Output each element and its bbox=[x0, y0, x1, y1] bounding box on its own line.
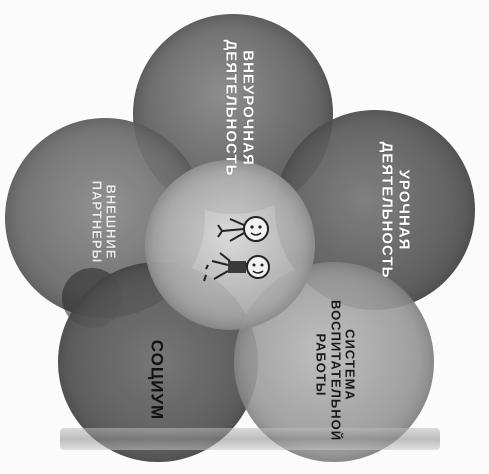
label-education-system: СИСТЕМА ВОСПИТАТЕЛЬНОЙ РАБОТЫ bbox=[313, 300, 358, 442]
children-icon bbox=[203, 216, 270, 282]
scan-artifact bbox=[60, 428, 440, 450]
child-head-lower bbox=[246, 255, 270, 279]
label-lessons: УРОЧНАЯ ДЕЯТЕЛЬНОСТЬ bbox=[379, 141, 413, 279]
label-extracurricular: ВНЕУРОЧНАЯ ДЕЯТЕЛЬНОСТЬ bbox=[223, 39, 257, 177]
label-society: СОЦИУМ bbox=[147, 339, 167, 421]
label-external-partners: ВНЕШНИЕ ПАРТНЕРЫ bbox=[89, 180, 119, 264]
center-circle bbox=[145, 160, 315, 330]
child-head-upper bbox=[243, 216, 269, 242]
